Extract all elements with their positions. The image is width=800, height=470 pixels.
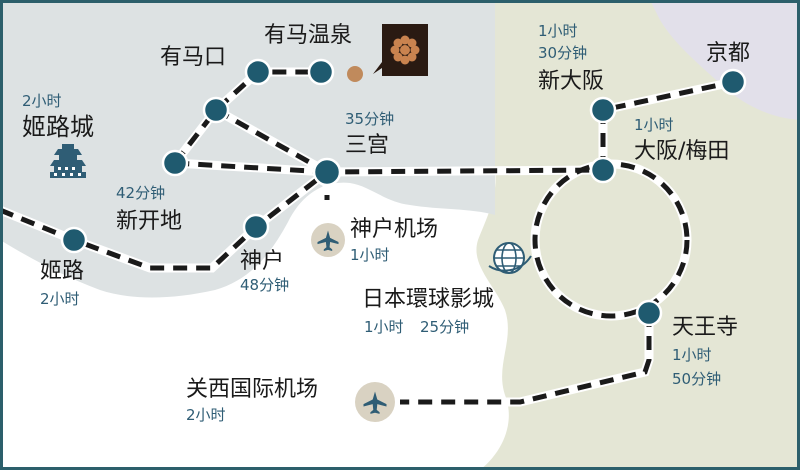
label-shin-osaka: 新大阪 xyxy=(538,69,604,94)
label-arimaguchi: 有马口 xyxy=(160,45,226,70)
time-osaka-umeda: 1小时 xyxy=(634,116,674,134)
label-osaka-umeda: 大阪/梅田 xyxy=(634,139,729,164)
airplane-icon[interactable] xyxy=(355,382,395,422)
onsen-dot xyxy=(347,66,363,82)
station-tennoji[interactable] xyxy=(635,299,663,327)
label-kansai-airport: 关西国际机场 xyxy=(186,377,318,402)
map-labels: 有马温泉 有马口 2小时 姬路城 35分钟 三宫 42分钟 新开地 神户机场 1… xyxy=(22,22,750,424)
time-kobe: 48分钟 xyxy=(240,276,289,294)
land-northeast xyxy=(650,0,800,120)
land-west xyxy=(0,0,495,298)
label-tennoji: 天王寺 xyxy=(672,315,738,340)
label-shinkaichi: 新开地 xyxy=(116,209,182,234)
station-shinkaichi[interactable] xyxy=(161,149,189,177)
label-kobe-airport: 神户机场 xyxy=(350,217,438,242)
label-usj: 日本環球影城 xyxy=(362,287,494,312)
station-sannomiya[interactable] xyxy=(312,157,342,187)
label-sannomiya: 三宫 xyxy=(345,133,389,158)
time-usj-line2: 25分钟 xyxy=(420,318,469,336)
time-himeji-castle: 2小时 xyxy=(22,92,62,110)
time-shin-osaka-line1: 1小时 xyxy=(538,22,578,40)
castle-icon xyxy=(50,144,86,178)
stations xyxy=(60,58,747,327)
onsen-crest-icon xyxy=(373,24,428,76)
globe-icon xyxy=(488,242,532,274)
station-arimaguchi[interactable] xyxy=(244,58,272,86)
station-shin-osaka[interactable] xyxy=(589,96,617,124)
time-tennoji-line1: 1小时 xyxy=(672,346,712,364)
label-arima-onsen: 有马温泉 xyxy=(264,23,352,48)
time-himeji: 2小时 xyxy=(40,290,80,308)
station-kobe[interactable] xyxy=(242,213,270,241)
station-kyoto[interactable] xyxy=(719,68,747,96)
station-himeji[interactable] xyxy=(60,226,88,254)
time-shin-osaka-line2: 30分钟 xyxy=(538,44,587,62)
label-kyoto: 京都 xyxy=(706,41,750,66)
airplane-icon[interactable] xyxy=(311,223,345,257)
station-arimaguchi-junction[interactable] xyxy=(202,96,230,124)
land-east xyxy=(476,0,800,470)
time-sannomiya: 35分钟 xyxy=(345,110,394,128)
time-tennoji-line2: 50分钟 xyxy=(672,370,721,388)
label-himeji-castle: 姬路城 xyxy=(22,113,94,141)
station-osaka-umeda[interactable] xyxy=(589,156,617,184)
label-kobe: 神户 xyxy=(240,249,284,274)
station-arima-onsen[interactable] xyxy=(307,58,335,86)
label-himeji: 姬路 xyxy=(40,259,84,284)
time-kobe-airport: 1小时 xyxy=(350,246,390,264)
time-kansai-airport: 2小时 xyxy=(186,406,226,424)
time-shinkaichi: 42分钟 xyxy=(116,184,165,202)
time-usj-line1: 1小时 xyxy=(364,318,404,336)
